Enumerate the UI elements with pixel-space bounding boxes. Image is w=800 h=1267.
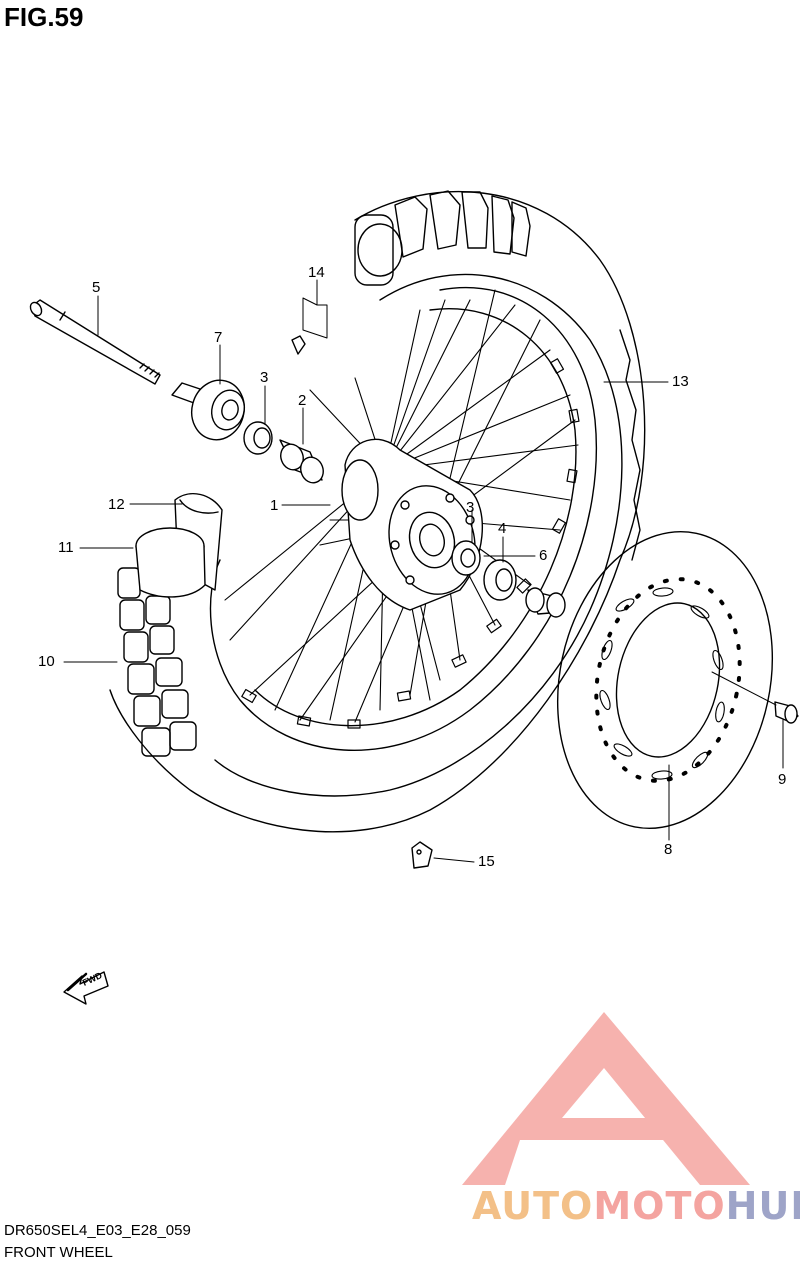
callout-6: 6 (539, 547, 548, 564)
callout-10: 10 (38, 653, 55, 670)
bearing-left (243, 421, 273, 455)
speedometer-gearbox (171, 379, 245, 441)
bearing-right (451, 540, 481, 576)
diagram-code: DR650SEL4_E03_E28_059 (4, 1222, 191, 1239)
collar (525, 587, 566, 618)
brake-disc (556, 530, 774, 830)
callout-7: 7 (214, 329, 223, 346)
diagram-name: FRONT WHEEL (4, 1244, 113, 1261)
callout-12: 12 (108, 496, 125, 513)
spoke-set (291, 335, 306, 355)
logo-auto: AUTO (472, 1184, 594, 1228)
callout-13: 13 (672, 373, 689, 390)
logo-moto: MOTO (593, 1184, 726, 1228)
figure-title: FIG.59 (4, 2, 84, 32)
callout-3-right: 3 (466, 499, 475, 516)
valve (411, 841, 433, 869)
callout-2: 2 (298, 392, 307, 409)
tire (109, 190, 646, 833)
rim-band (135, 527, 206, 598)
disc-bolt (774, 701, 799, 724)
automotohub-logo-mark (462, 1012, 750, 1185)
front-axle (29, 299, 161, 385)
callout-3-left: 3 (260, 369, 269, 386)
leader-lines (63, 279, 784, 863)
callout-15: 15 (478, 853, 495, 870)
callout-11: 11 (58, 539, 74, 556)
automotohub-logo-text: AUTOMOTOHUB (472, 1184, 800, 1228)
callout-4: 4 (498, 520, 507, 537)
callout-9: 9 (778, 771, 787, 788)
logo-hub: HUB (725, 1184, 800, 1228)
callout-8: 8 (664, 841, 673, 858)
wheel-hub (341, 438, 483, 611)
oil-seal (483, 559, 517, 601)
forward-arrow-icon (63, 971, 109, 1005)
callout-14: 14 (308, 264, 325, 281)
callout-1: 1 (270, 497, 279, 514)
callout-5: 5 (92, 279, 101, 296)
spacer (279, 439, 324, 484)
